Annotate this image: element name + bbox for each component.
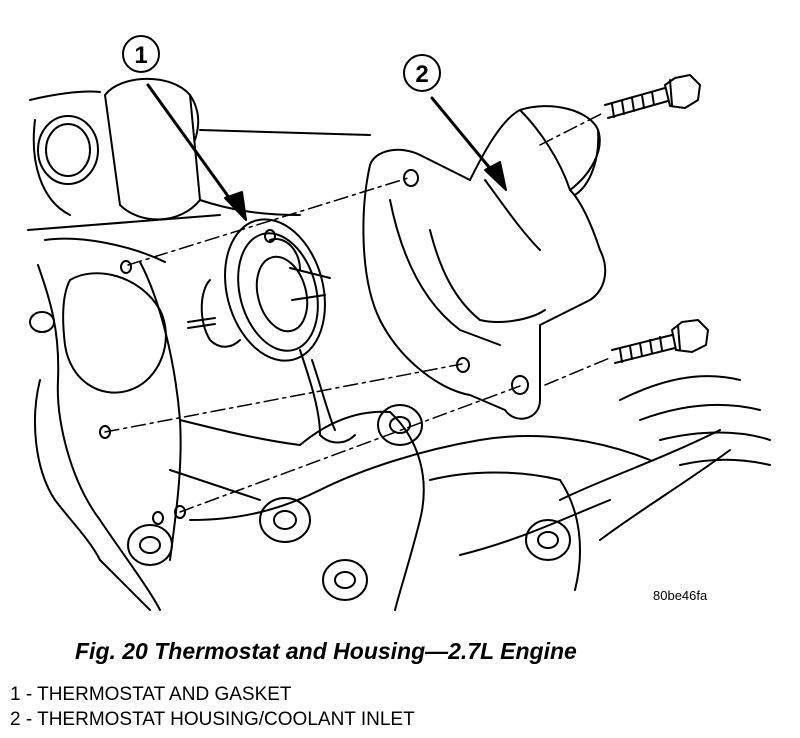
- engine-block: [27, 90, 771, 611]
- bolt-upper: [604, 74, 701, 119]
- figure-code: 80be46fa: [653, 588, 708, 603]
- callout-label-1: 1: [134, 42, 147, 69]
- engine-diagram: 1 2: [27, 35, 771, 611]
- callout-2: [403, 54, 507, 191]
- legend: 1 - THERMOSTAT AND GASKET 2 - THERMOSTAT…: [10, 682, 415, 732]
- coolant-pipe-left: [37, 77, 371, 221]
- thermostat-housing: [362, 105, 607, 420]
- callout-1: [122, 35, 247, 221]
- callout-label-2: 2: [415, 61, 428, 88]
- alignment-lines: [104, 111, 613, 513]
- figure-caption: Fig. 20 Thermostat and Housing—2.7L Engi…: [75, 638, 577, 664]
- mounting-bosses: [29, 260, 571, 601]
- thermostat: [187, 218, 356, 444]
- bolt-lower: [611, 319, 709, 364]
- legend-item-2: 2 - THERMOSTAT HOUSING/COOLANT INLET: [10, 709, 415, 730]
- legend-item-1: 1 - THERMOSTAT AND GASKET: [10, 684, 292, 705]
